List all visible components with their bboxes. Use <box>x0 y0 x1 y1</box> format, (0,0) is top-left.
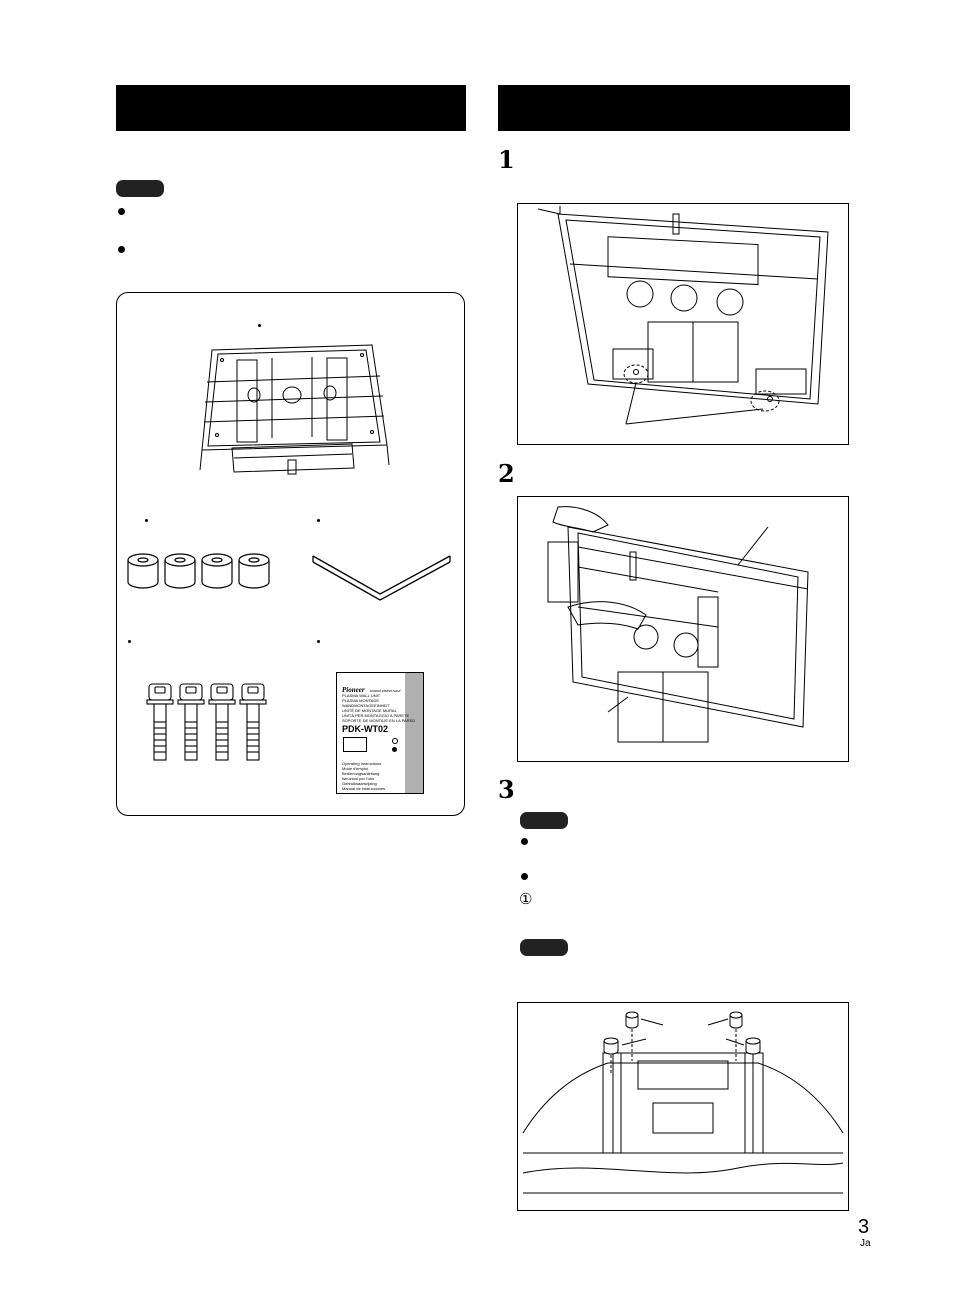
note-tag-step-3 <box>520 812 568 829</box>
part-marker-bolts <box>128 640 131 643</box>
part-marker-frame <box>258 324 261 327</box>
manual-model: PDK-WT02 <box>342 724 389 734</box>
manual-footer-line: Bedienungsanleitung <box>342 771 380 776</box>
manual-line: PLASMA MONTAGE <box>342 698 380 703</box>
manual-footer-line: Manual de instrucciones <box>342 786 386 791</box>
manual-line: SOPORTE DE MONTAJE EN LA PARED <box>342 718 416 723</box>
manual-small-mark-2 <box>392 747 397 752</box>
step-3-figure <box>517 1002 849 1211</box>
manual-brand-row: Pioneer sound.vision.soul <box>342 677 400 696</box>
spacers-illustration <box>127 553 270 589</box>
bolts-illustration <box>146 683 267 761</box>
manual-label-box <box>343 737 367 752</box>
manual-side-band <box>405 673 423 793</box>
manual-line: WANDMONTAGEEINHEIT <box>342 703 390 708</box>
section-header-bar-right <box>498 85 850 131</box>
part-marker-hex-wrench <box>317 519 320 522</box>
manual-line: PLASMA WALL UNIT <box>342 693 381 698</box>
wall-unit-frame-illustration <box>199 344 390 475</box>
page-language: Ja <box>860 1238 871 1249</box>
page-number: 3 <box>858 1216 870 1238</box>
manual-small-mark-1 <box>392 738 398 744</box>
step-1-illustration <box>537 206 829 425</box>
manual-brand: Pioneer <box>342 686 365 694</box>
manual-footer-lines: Operating Instructions Mode d'emploi Bed… <box>342 761 385 791</box>
step-2-illustration <box>547 506 809 743</box>
step-number-1: 1 <box>498 145 515 174</box>
bullet-left-2 <box>118 246 125 253</box>
parts-list-box <box>116 292 465 816</box>
step-number-2: 2 <box>498 459 515 488</box>
bullet-left-1 <box>118 208 125 215</box>
manual-line: UNITÉ DE MONTAGE MURAL <box>342 708 397 713</box>
note-tag-left <box>116 180 164 197</box>
manual-booklet: Pioneer sound.vision.soul PLASMA WALL UN… <box>336 672 424 794</box>
manual-line: UNITÀ PER MONTAGGIO A PARETE <box>342 713 410 718</box>
bullet-step-3-2 <box>521 873 528 880</box>
step-3-illustration <box>522 1011 844 1194</box>
bullet-step-3-1 <box>521 838 528 845</box>
manual-footer-line: Istruzioni per l'uso <box>342 776 375 781</box>
manual-footer-line: Gebruiksaanwijzing <box>342 781 377 786</box>
caution-tag-step-3 <box>520 939 568 956</box>
step-number-3: 3 <box>498 775 515 804</box>
section-header-bar-left <box>116 85 466 131</box>
manual-tagline: sound.vision.soul <box>369 688 401 693</box>
circled-number-1: ① <box>519 890 533 908</box>
part-marker-spacers <box>145 519 148 522</box>
manual-footer-line: Operating Instructions <box>342 761 382 766</box>
hex-wrench-illustration <box>312 555 451 601</box>
manual-footer-line: Mode d'emploi <box>342 766 368 771</box>
step-1-figure <box>517 203 849 445</box>
manual-title-lines: PLASMA WALL UNIT PLASMA MONTAGE WANDMONT… <box>342 693 415 723</box>
part-marker-manual <box>317 640 320 643</box>
step-2-figure <box>517 496 849 762</box>
